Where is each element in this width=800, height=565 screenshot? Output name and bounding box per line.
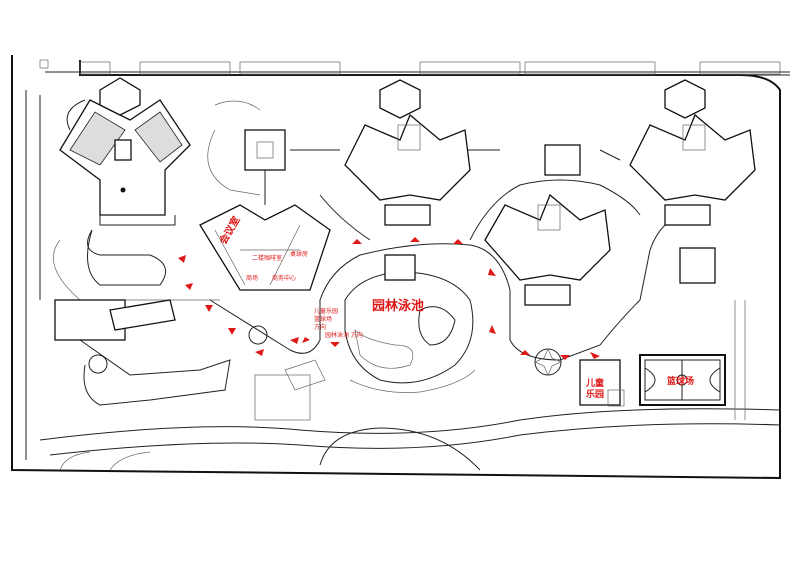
lower-left-area <box>54 299 326 421</box>
site-boundary <box>11 55 790 480</box>
label-direction-word: 方向 <box>314 323 326 331</box>
label-kids-park-2: 乐园 <box>586 388 604 400</box>
garden-pool <box>344 254 476 393</box>
star-plaza <box>534 348 562 376</box>
meeting-building <box>199 129 331 291</box>
route-arrows <box>178 237 600 360</box>
basketball-court <box>579 354 726 407</box>
tower-2 <box>484 144 611 306</box>
clubhouse-building <box>59 99 191 226</box>
label-direction-pool: 园林泳池 方向 <box>325 331 363 339</box>
parking-strip <box>79 61 781 75</box>
label-business-center: 商务中心 <box>272 274 296 282</box>
label-basketball: 篮球场 <box>666 375 694 387</box>
label-pool: 园林泳池 <box>372 298 424 314</box>
right-edge-parking <box>734 300 746 420</box>
tower-3 <box>629 79 756 284</box>
label-direction-court: 篮球场 <box>314 315 332 323</box>
tower-1 <box>344 79 471 226</box>
label-kids-park-1: 儿童 <box>585 377 604 389</box>
label-direction-kids: 儿童乐园 <box>314 307 338 315</box>
residential-towers <box>99 77 756 306</box>
label-shop: 商场 <box>246 274 258 282</box>
label-billiards: 桌球房 <box>290 250 308 258</box>
roads <box>39 99 781 471</box>
label-cafe: 二楼咖啡室 <box>252 254 282 262</box>
